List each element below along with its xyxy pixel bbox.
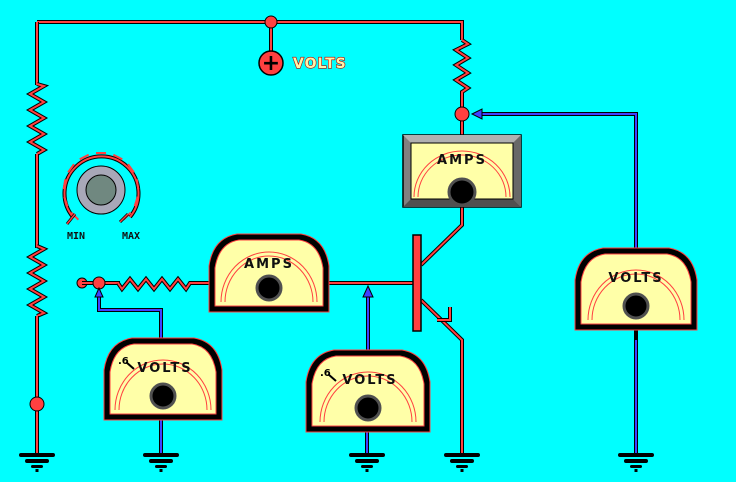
collector-voltmeter-label: VOLTS — [608, 271, 663, 286]
meter-needle-pivot — [447, 177, 477, 207]
knob-tick — [63, 196, 69, 207]
supply-volts-label: VOLTS — [293, 56, 347, 72]
pot-resistor-lower — [25, 244, 49, 318]
ground-icon — [349, 453, 385, 472]
knob-tick — [135, 179, 140, 190]
base-voltmeter[interactable]: VOLTS .6 — [305, 349, 431, 433]
collector-ammeter[interactable] — [402, 134, 522, 208]
base-voltmeter-label: VOLTS — [342, 373, 397, 388]
knob-tick — [133, 196, 139, 207]
collector-resistor — [452, 38, 472, 108]
supply-junction — [264, 15, 278, 55]
supply-rail — [35, 20, 464, 85]
knob-max-label: MAX — [122, 231, 140, 242]
input-voltmeter-tick-label: .6 — [118, 356, 129, 367]
ground-icon — [618, 453, 654, 472]
input-voltmeter-label: VOLTS — [137, 361, 192, 376]
pot-resistor-upper — [25, 82, 50, 156]
supply-terminal[interactable]: + — [258, 50, 284, 76]
knob-tick — [79, 153, 90, 161]
meter-needle-pivot — [149, 382, 177, 410]
meter-needle — [327, 373, 337, 382]
knob-min-label: MIN — [67, 231, 85, 242]
meter-needle-pivot — [255, 274, 283, 302]
base-voltmeter-tick-label: .6 — [320, 368, 331, 379]
base-ammeter[interactable]: AMPS — [208, 233, 330, 313]
ground-icon — [143, 453, 179, 472]
probe-arrow-icon — [94, 286, 104, 298]
pot-node — [29, 396, 45, 412]
ground-icon — [19, 453, 55, 472]
knob-tick — [127, 163, 135, 173]
base-ammeter-label: AMPS — [244, 257, 294, 272]
probe-arrow-icon — [362, 284, 374, 298]
collector-voltmeter[interactable]: VOLTS — [574, 247, 698, 331]
meter-needle-pivot — [622, 292, 650, 320]
transistor[interactable] — [412, 234, 452, 332]
probe-collector-voltmeter — [470, 108, 638, 248]
knob-tick — [62, 179, 67, 190]
probe-base-voltmeter — [362, 284, 374, 352]
probe-arrow-icon — [470, 108, 483, 120]
knob-tick — [112, 153, 123, 161]
meter-needle-pivot — [354, 394, 382, 422]
collector-node — [454, 106, 470, 122]
plus-icon: + — [262, 51, 280, 76]
collector-ammeter-label: AMPS — [437, 153, 487, 168]
probe-input-voltmeter — [94, 286, 163, 345]
base-resistor — [116, 275, 210, 293]
meter-needle — [125, 361, 135, 370]
voltage-knob[interactable] — [62, 152, 141, 225]
ground-icon — [444, 453, 480, 472]
input-voltmeter[interactable]: VOLTS .6 — [103, 337, 223, 421]
knob-tick — [67, 163, 75, 173]
